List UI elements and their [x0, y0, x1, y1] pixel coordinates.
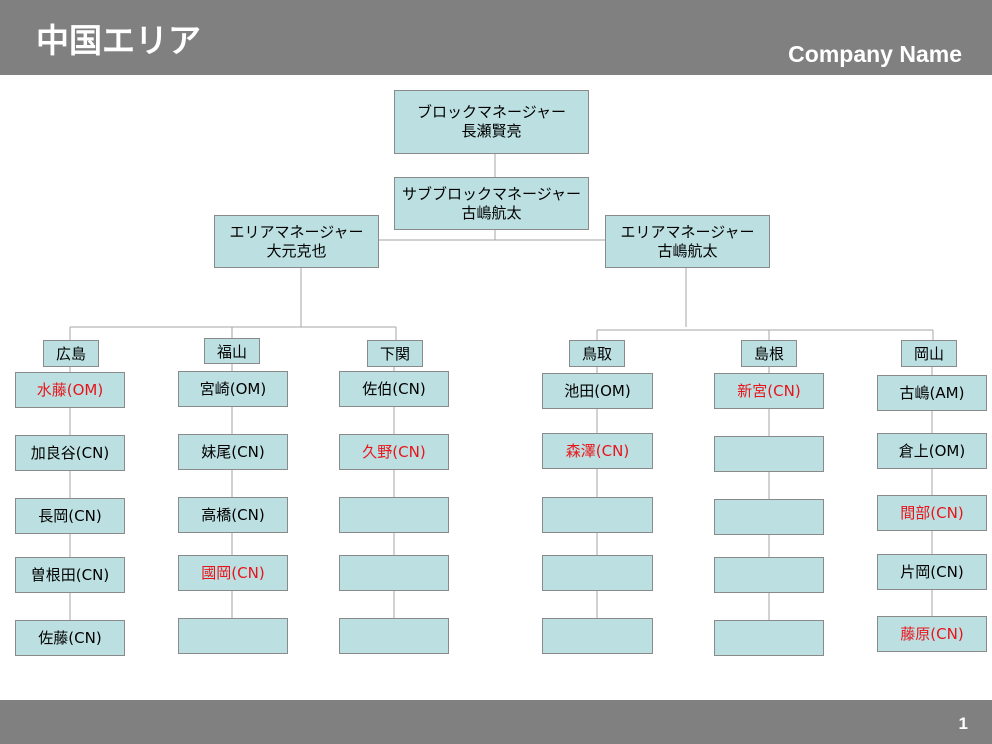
staff-box: 片岡(CN)	[877, 554, 987, 590]
sub-block-manager-role: サブブロックマネージャー	[402, 184, 581, 203]
store-label: 広島	[43, 340, 99, 367]
block-manager-role: ブロックマネージャー	[417, 103, 566, 121]
staff-box: 長岡(CN)	[15, 498, 125, 534]
staff-box: 藤原(CN)	[877, 616, 987, 652]
store-label: 福山	[204, 338, 260, 364]
page-title: 中国エリア	[36, 21, 201, 60]
sub-block-manager-name: 古嶋航太	[461, 203, 522, 222]
area-manager-role: エリアマネージャー	[229, 222, 364, 241]
staff-box: 新宮(CN)	[714, 373, 824, 409]
staff-box	[714, 557, 824, 593]
header-bar: 中国エリア Company Name	[0, 0, 992, 75]
area-manager-name: 大元克也	[266, 241, 327, 260]
staff-box: 加良谷(CN)	[15, 435, 125, 471]
staff-box: 古嶋(AM)	[877, 375, 987, 411]
staff-box: 國岡(CN)	[178, 555, 288, 591]
staff-box	[542, 618, 653, 654]
staff-box	[714, 436, 824, 472]
store-label: 島根	[741, 340, 797, 367]
staff-box	[542, 497, 653, 533]
staff-box	[178, 618, 288, 654]
store-label: 鳥取	[569, 340, 625, 367]
staff-box: 池田(OM)	[542, 373, 653, 409]
staff-box: 森澤(CN)	[542, 433, 653, 469]
page-number: 1	[958, 714, 968, 733]
block-manager-box: ブロックマネージャー 長瀬賢亮	[394, 90, 589, 154]
area-manager-role: エリアマネージャー	[620, 222, 755, 241]
staff-box	[714, 620, 824, 656]
staff-box: 倉上(OM)	[877, 433, 987, 469]
area-manager-box-west: エリアマネージャー 大元克也	[214, 215, 379, 268]
staff-box	[714, 499, 824, 535]
staff-box: 久野(CN)	[339, 434, 449, 470]
staff-box	[339, 618, 449, 654]
staff-box: 佐藤(CN)	[15, 620, 125, 656]
store-label: 岡山	[901, 340, 957, 367]
staff-box	[542, 555, 653, 591]
staff-box: 曽根田(CN)	[15, 557, 125, 593]
area-manager-name: 古嶋航太	[657, 241, 718, 260]
staff-box: 高橋(CN)	[178, 497, 288, 533]
staff-box: 妹尾(CN)	[178, 434, 288, 470]
sub-block-manager-box: サブブロックマネージャー 古嶋航太	[394, 177, 589, 230]
store-label: 下関	[367, 340, 423, 367]
staff-box	[339, 497, 449, 533]
staff-box: 佐伯(CN)	[339, 371, 449, 407]
area-manager-box-east: エリアマネージャー 古嶋航太	[605, 215, 770, 268]
staff-box	[339, 555, 449, 591]
footer-bar: 1	[0, 700, 992, 744]
block-manager-name: 長瀬賢亮	[461, 122, 522, 140]
staff-box: 間部(CN)	[877, 495, 987, 531]
staff-box: 水藤(OM)	[15, 372, 125, 408]
company-name: Company Name	[788, 41, 962, 67]
staff-box: 宮崎(OM)	[178, 371, 288, 407]
